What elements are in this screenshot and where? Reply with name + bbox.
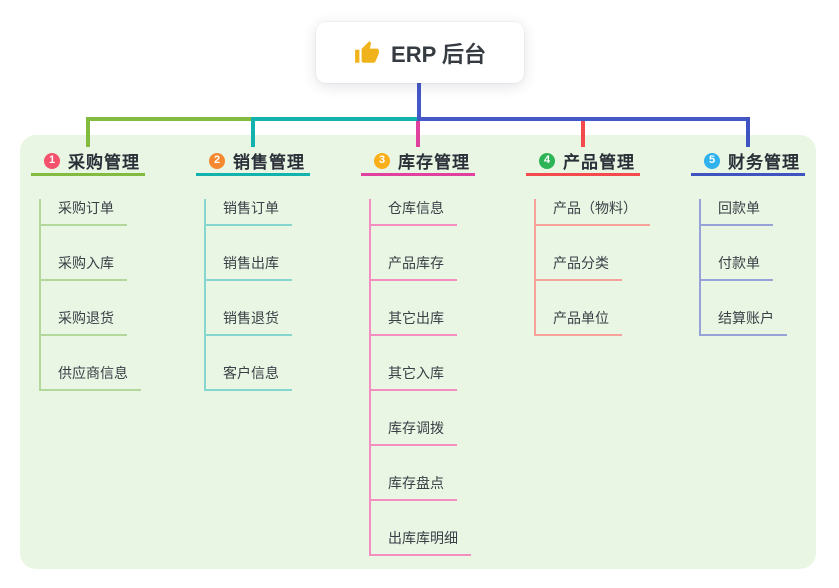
- child-node[interactable]: 供应商信息: [41, 364, 141, 391]
- branch-order-badge: 1: [44, 152, 60, 169]
- branch-title-node[interactable]: 1 采购管理: [31, 148, 145, 176]
- thumbs-up-icon: [355, 40, 379, 63]
- child-node[interactable]: 销售订单: [206, 199, 292, 226]
- branch-children: 回款单付款单结算账户: [699, 199, 805, 336]
- branch-title-node[interactable]: 2 销售管理: [196, 148, 310, 176]
- branch-order-badge: 4: [539, 152, 555, 169]
- branch-children: 采购订单采购入库采购退货供应商信息: [39, 199, 145, 391]
- child-node[interactable]: 库存盘点: [371, 474, 457, 501]
- child-node[interactable]: 采购入库: [41, 254, 127, 281]
- child-node[interactable]: 产品库存: [371, 254, 457, 281]
- branches-background-panel: [20, 135, 816, 569]
- child-node[interactable]: 销售退货: [206, 309, 292, 336]
- root-node-label: ERP 后台: [391, 41, 486, 67]
- child-node[interactable]: 其它出库: [371, 309, 457, 336]
- branch-label: 采购管理: [68, 153, 140, 172]
- bus-line-blue: [417, 117, 750, 121]
- child-node[interactable]: 采购订单: [41, 199, 127, 226]
- bus-line-teal: [251, 117, 419, 121]
- branch-label: 销售管理: [233, 153, 305, 172]
- branch-label: 财务管理: [728, 153, 800, 172]
- branch-5: 5 财务管理回款单付款单结算账户: [691, 148, 805, 336]
- child-node[interactable]: 产品分类: [536, 254, 622, 281]
- branch-order-badge: 2: [209, 152, 225, 169]
- branch-children: 产品（物料） 产品分类产品单位: [534, 199, 650, 336]
- branch-label: 库存管理: [398, 153, 470, 172]
- branch-title-node[interactable]: 3 库存管理: [361, 148, 475, 176]
- branch-title-node[interactable]: 5 财务管理: [691, 148, 805, 176]
- branch-title-node[interactable]: 4 产品管理: [526, 148, 640, 176]
- drop-line-branch-3: [416, 121, 420, 147]
- branch-order-badge: 5: [704, 152, 720, 169]
- branch-children: 销售订单销售出库销售退货客户信息: [204, 199, 310, 391]
- child-node[interactable]: 结算账户: [701, 309, 787, 336]
- child-node[interactable]: 销售出库: [206, 254, 292, 281]
- branch-label: 产品管理: [563, 153, 635, 172]
- child-node[interactable]: 产品单位: [536, 309, 622, 336]
- branch-4: 4 产品管理产品（物料） 产品分类产品单位: [526, 148, 650, 336]
- branch-3: 3 库存管理仓库信息产品库存其它出库其它入库库存调拨库存盘点出库库明细: [361, 148, 475, 556]
- root-node[interactable]: ERP 后台: [316, 22, 524, 83]
- child-node[interactable]: 付款单: [701, 254, 773, 281]
- drop-line-branch-4: [581, 121, 585, 147]
- branch-order-badge: 3: [374, 152, 390, 169]
- child-node[interactable]: 客户信息: [206, 364, 292, 391]
- root-stem-line: [417, 83, 421, 121]
- child-node[interactable]: 回款单: [701, 199, 773, 226]
- branch-children: 仓库信息产品库存其它出库其它入库库存调拨库存盘点出库库明细: [369, 199, 475, 556]
- child-node[interactable]: 其它入库: [371, 364, 457, 391]
- branch-2: 2 销售管理销售订单销售出库销售退货客户信息: [196, 148, 310, 391]
- child-node[interactable]: 仓库信息: [371, 199, 457, 226]
- child-node[interactable]: 采购退货: [41, 309, 127, 336]
- child-node[interactable]: 产品（物料）: [536, 199, 650, 226]
- bus-line-green: [86, 117, 253, 121]
- branch-1: 1 采购管理采购订单采购入库采购退货供应商信息: [31, 148, 145, 391]
- drop-line-branch-1: [86, 117, 90, 147]
- child-node[interactable]: 出库库明细: [371, 529, 471, 556]
- drop-line-branch-2: [251, 117, 255, 147]
- drop-line-branch-5: [746, 117, 750, 147]
- child-node[interactable]: 库存调拨: [371, 419, 457, 446]
